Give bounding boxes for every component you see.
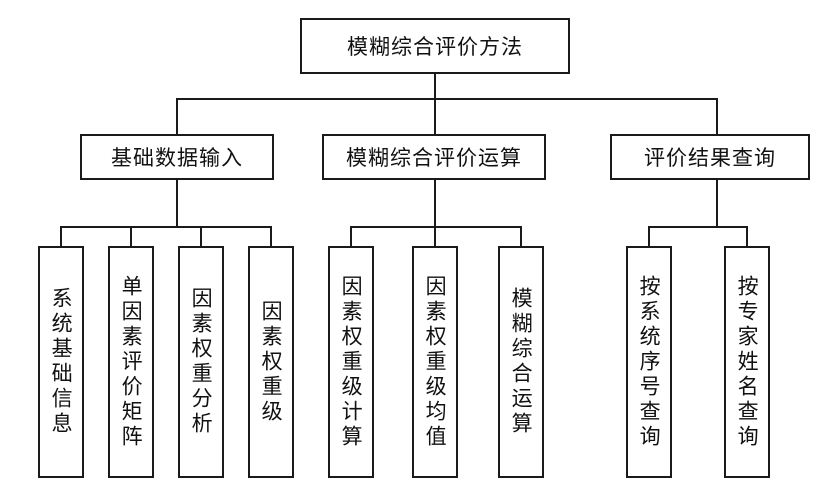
- branch3-bus: [648, 226, 748, 228]
- leaf-label: 因素权重级: [259, 299, 284, 425]
- root-label: 模糊综合评价方法: [347, 35, 523, 59]
- leaf6-drop: [434, 226, 436, 246]
- branch1-stem: [176, 180, 178, 228]
- leaf5-drop: [350, 226, 352, 246]
- level1-bus: [176, 98, 718, 100]
- leaf4-drop: [270, 226, 272, 246]
- leaf-node: 按专家姓名查询: [724, 246, 770, 478]
- branch-label: 模糊综合评价运算: [346, 146, 522, 170]
- leaf-label: 因素权重级均值: [423, 274, 448, 450]
- branch1-bus: [60, 226, 272, 228]
- leaf-node: 按系统序号查询: [626, 246, 672, 478]
- leaf-node: 模糊综合运算: [498, 246, 544, 478]
- leaf-label: 单因素评价矩阵: [119, 274, 144, 450]
- leaf1-drop: [60, 226, 62, 246]
- root-node: 模糊综合评价方法: [300, 18, 570, 74]
- leaf-node: 系统基础信息: [38, 246, 84, 478]
- branch2-stem: [434, 180, 436, 228]
- branch2-drop: [434, 98, 436, 134]
- leaf-node: 因素权重级均值: [412, 246, 458, 478]
- branch2-bus: [350, 226, 522, 228]
- branch3-drop: [716, 98, 718, 134]
- leaf-label: 因素权重分析: [189, 287, 214, 437]
- branch-node-query: 评价结果查询: [610, 134, 810, 180]
- branch-label: 基础数据输入: [111, 146, 243, 170]
- leaf-label: 因素权重级计算: [339, 274, 364, 450]
- branch-node-data-input: 基础数据输入: [80, 134, 274, 180]
- root-stem: [434, 72, 436, 100]
- leaf-node: 因素权重级: [248, 246, 294, 478]
- leaf-label: 按专家姓名查询: [735, 274, 760, 450]
- branch-label: 评价结果查询: [644, 146, 776, 170]
- leaf8-drop: [648, 226, 650, 246]
- leaf9-drop: [746, 226, 748, 246]
- leaf-node: 因素权重分析: [178, 246, 224, 478]
- branch-node-evaluation: 模糊综合评价运算: [322, 134, 546, 180]
- leaf3-drop: [200, 226, 202, 246]
- leaf-label: 按系统序号查询: [637, 274, 662, 450]
- leaf-label: 系统基础信息: [49, 287, 74, 437]
- branch1-drop: [176, 98, 178, 134]
- branch3-stem: [716, 180, 718, 228]
- leaf-node: 因素权重级计算: [328, 246, 374, 478]
- leaf-node: 单因素评价矩阵: [108, 246, 154, 478]
- leaf7-drop: [520, 226, 522, 246]
- leaf-label: 模糊综合运算: [509, 287, 534, 437]
- leaf2-drop: [130, 226, 132, 246]
